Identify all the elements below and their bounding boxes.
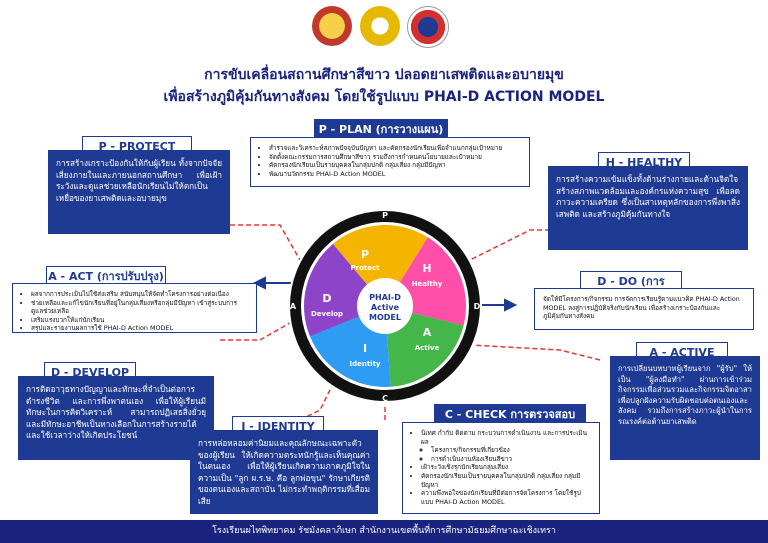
act-header: A - ACT (การปรับปรุง) xyxy=(46,266,166,288)
title-line-1: การขับเคลื่อนสถานศึกษาสีขาว ปลอดยาเสพติด… xyxy=(204,67,564,83)
crest-logo-2 xyxy=(360,6,400,46)
check-item: นิเทศ กำกับ ติดตาม กระบวนการดำเนินงาน แล… xyxy=(421,429,591,446)
segment-letter-i: I xyxy=(363,342,367,355)
develop-text: การติดอาวุธทางปัญญาและทักษะที่จำเป็นต่อก… xyxy=(18,376,214,460)
footer: โรงเรียนผไทพิทยาคม รัชมังคลาภิเษก สำนักง… xyxy=(0,520,768,543)
crest-logo-1 xyxy=(312,6,352,46)
act-item: เสริมแรงบวกให้แก่นักเรียน xyxy=(31,316,248,325)
segment-letter-a: A xyxy=(423,326,432,339)
plan-item: สำรวจและวิเคราะห์สภาพปัจจุบันปัญหา และคั… xyxy=(269,144,521,153)
segment-letter-h: H xyxy=(422,262,431,275)
segment-letter-p: P xyxy=(361,248,369,261)
check-item: โครงการ/กิจกรรมที่เกี่ยวข้อง xyxy=(431,446,591,455)
check-header: C - CHECK การตรวจสอบ xyxy=(434,404,586,426)
segment-active xyxy=(385,306,464,387)
plan-item: คัดกรองนักเรียนเป็นรายบุคคลในกลุ่มปกติ ก… xyxy=(269,161,521,170)
ring-letter-top: P xyxy=(382,211,388,220)
ring-letter-left: A xyxy=(290,302,297,311)
center-line-1: PHAI-D xyxy=(369,293,401,302)
healthy-text: การสร้างความเข้มแข็งทั้งด้านร่างกายและด้… xyxy=(548,166,748,250)
active-text: การเปลี่ยนบทบาทผู้เรียนจาก "ผู้รับ" ให้เ… xyxy=(610,356,760,460)
identity-text: การหล่อหลอมค่านิยมและคุณลักษณะเฉพาะตัวขอ… xyxy=(190,430,378,514)
check-item: เฝ้าระวังเชิงรุกนักเรียนกลุ่มเสี่ยง xyxy=(421,463,591,472)
act-box: ผลจากการประเมินไปใช้ส่งเสริม สนับสนุนให้… xyxy=(12,283,257,333)
check-item: ความพึงพอใจของนักเรียนที่มีต่อการจัดโครง… xyxy=(421,489,591,506)
segment-word-healthy: Healthy xyxy=(412,280,443,288)
ring-letter-right: D xyxy=(474,302,481,311)
segment-letter-d: D xyxy=(322,292,331,305)
protect-text: การสร้างเกราะป้องกันให้กับผู้เรียน ทั้งจ… xyxy=(48,150,230,234)
segment-word-identity: Identity xyxy=(349,360,380,368)
center-line-2: Active xyxy=(371,303,400,312)
check-item: คัดกรองนักเรียนเป็นรายบุคคลในกลุ่มปกติ ก… xyxy=(421,472,591,489)
act-item: ผลจากการประเมินไปใช้ส่งเสริม สนับสนุนให้… xyxy=(31,290,248,299)
segment-word-develop: Develop xyxy=(311,310,343,318)
segment-word-active: Active xyxy=(415,344,440,352)
ring-letter-bottom: C xyxy=(382,394,388,403)
plan-box: สำรวจและวิเคราะห์สภาพปัจจุบันปัญหา และคั… xyxy=(250,137,530,187)
act-item: สรุปและรายงานผลการใช้ PHAI-D Action MODE… xyxy=(31,324,248,333)
title-line-2: เพื่อสร้างภูมิคุ้มกันทางสังคม โดยใช้รูปแ… xyxy=(163,89,605,105)
phai-d-wheel: PHAI-D Active MODEL P Protect H Healthy … xyxy=(288,209,482,403)
do-text: จัดให้มีโครงการ/กิจกรรม การจัดการเรียนรู… xyxy=(534,288,754,330)
check-item: การดำเนินงานห้องเรียนสีขาว xyxy=(431,455,591,464)
check-box: นิเทศ กำกับ ติดตาม กระบวนการดำเนินงาน แล… xyxy=(402,422,600,514)
plan-item: จัดตั้งคณะกรรมการสถานศึกษาสีขาว รวมถึงกา… xyxy=(269,153,521,162)
plan-item: พัฒนานวัตกรรม PHAI-D Action MODEL xyxy=(269,170,521,179)
crest-logo-3 xyxy=(407,6,449,48)
segment-protect xyxy=(332,225,428,306)
act-item: ช่วยเหลือและแก้ไขนักเรียนที่อยู่ในกลุ่มเ… xyxy=(31,299,248,316)
center-line-3: MODEL xyxy=(369,313,401,322)
segment-word-protect: Protect xyxy=(351,264,381,272)
